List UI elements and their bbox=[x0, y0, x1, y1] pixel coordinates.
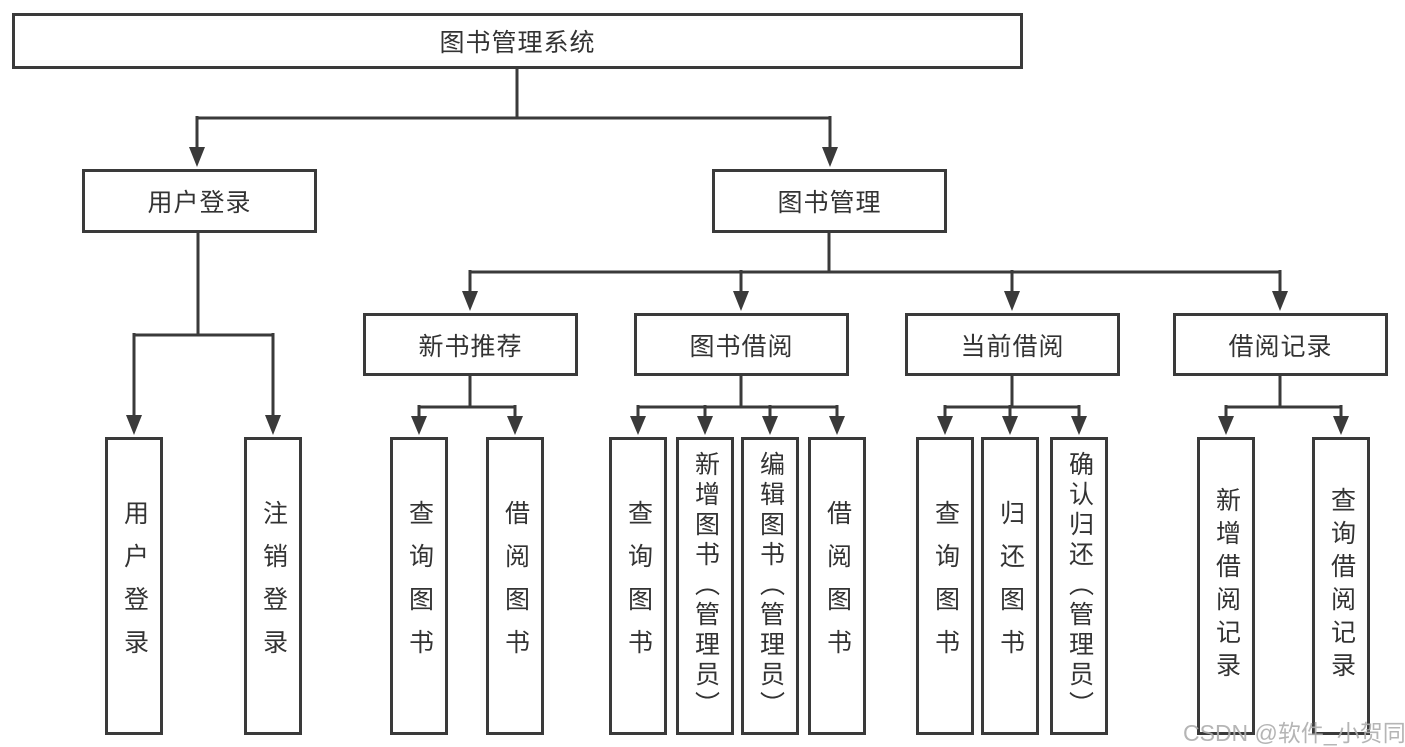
node-label: 借阅记录 bbox=[1228, 332, 1333, 361]
csdn-watermark: CSDN @软件_小贺同学 bbox=[1183, 720, 1405, 746]
leaf-logout: 注销登录 bbox=[244, 437, 302, 735]
node-new-book-recommend: 新书推荐 bbox=[363, 313, 578, 376]
leaf-label: 查询图书 bbox=[405, 500, 434, 672]
leaf-borrow-books: 借阅图书 bbox=[808, 437, 866, 735]
connector-borrow-records-to-leaves bbox=[1218, 375, 1349, 435]
node-label: 新书推荐 bbox=[418, 332, 523, 361]
leaf-label: 确认归还（管理员） bbox=[1065, 451, 1094, 721]
node-current-borrow: 当前借阅 bbox=[905, 313, 1120, 376]
leaf-label: 编辑图书（管理员） bbox=[756, 451, 785, 721]
leaf-label: 新增图书（管理员） bbox=[691, 451, 720, 721]
leaf-label: 用户登录 bbox=[120, 500, 149, 672]
node-book-borrow: 图书借阅 bbox=[634, 313, 849, 376]
leaf-label: 查询图书 bbox=[931, 500, 960, 672]
leaf-borrow-books-recommend: 借阅图书 bbox=[486, 437, 544, 735]
connector-root-to-level1 bbox=[189, 68, 838, 167]
leaf-query-books-current: 查询图书 bbox=[916, 437, 974, 735]
leaf-label: 借阅图书 bbox=[823, 500, 852, 672]
leaf-query-books-borrow: 查询图书 bbox=[609, 437, 667, 735]
leaf-label: 归还图书 bbox=[996, 500, 1025, 672]
connector-book-borrow-to-leaves bbox=[630, 375, 845, 435]
leaf-label: 查询借阅记录 bbox=[1327, 487, 1356, 685]
leaf-query-books-recommend: 查询图书 bbox=[390, 437, 448, 735]
node-label: 图书管理 bbox=[777, 189, 882, 217]
node-book-management: 图书管理 bbox=[712, 169, 947, 233]
node-label: 图书借阅 bbox=[689, 332, 794, 361]
connector-user-login-to-leaves bbox=[126, 232, 281, 435]
leaf-label: 注销登录 bbox=[259, 500, 288, 672]
leaf-label: 新增借阅记录 bbox=[1212, 487, 1241, 685]
leaf-confirm-return-admin: 确认归还（管理员） bbox=[1050, 437, 1108, 735]
leaf-label: 借阅图书 bbox=[501, 500, 530, 672]
leaf-add-borrow-record: 新增借阅记录 bbox=[1197, 437, 1255, 735]
connector-new-book-to-leaves bbox=[411, 375, 523, 435]
leaf-user-login: 用户登录 bbox=[105, 437, 163, 735]
node-library-management-system: 图书管理系统 bbox=[12, 13, 1023, 69]
leaf-add-book-admin: 新增图书（管理员） bbox=[676, 437, 734, 735]
connector-current-borrow-to-leaves bbox=[937, 375, 1087, 435]
connector-book-management-to-level2 bbox=[462, 232, 1288, 311]
node-borrow-records: 借阅记录 bbox=[1173, 313, 1388, 376]
leaf-label: 查询图书 bbox=[624, 500, 653, 672]
node-label: 图书管理系统 bbox=[439, 29, 596, 57]
node-label: 用户登录 bbox=[147, 189, 252, 217]
leaf-edit-book-admin: 编辑图书（管理员） bbox=[741, 437, 799, 735]
node-label: 当前借阅 bbox=[960, 332, 1065, 361]
leaf-query-borrow-record: 查询借阅记录 bbox=[1312, 437, 1370, 735]
leaf-return-books: 归还图书 bbox=[981, 437, 1039, 735]
node-user-login: 用户登录 bbox=[82, 169, 317, 233]
